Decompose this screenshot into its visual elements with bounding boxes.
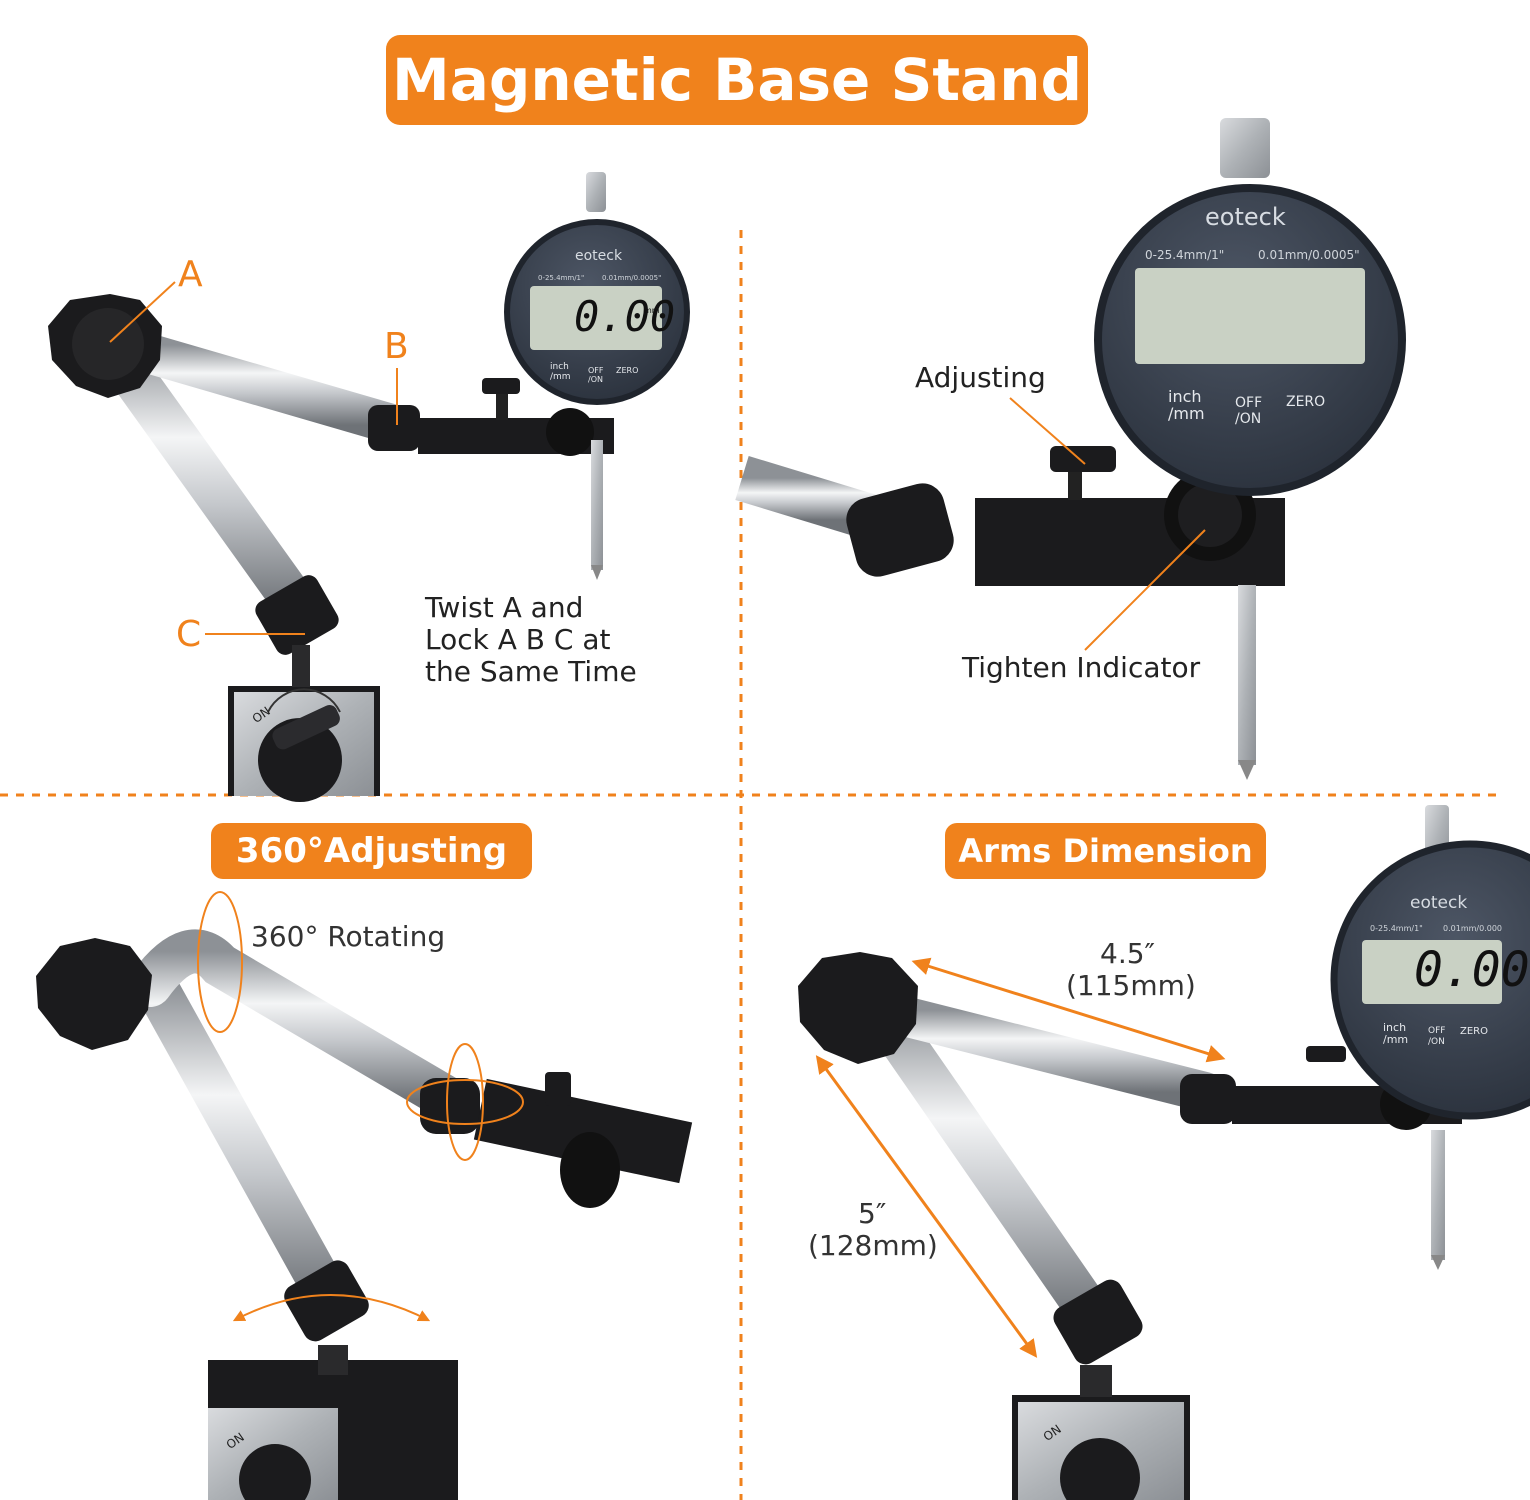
page-title: Magnetic Base Stand xyxy=(386,35,1088,125)
panel1-stand xyxy=(48,172,690,802)
instruction-line-2: Lock A B C at xyxy=(425,623,611,656)
label-adjusting: Adjusting xyxy=(915,361,1046,394)
p2-btn-inch: inch/mm xyxy=(1168,387,1205,423)
callout-c: C xyxy=(176,614,202,655)
label-360-rotating: 360° Rotating xyxy=(251,920,446,953)
instruction-line-1: Twist A and xyxy=(425,591,584,624)
panel-360-title: 360°Adjusting xyxy=(211,823,532,879)
lower-arm-mm: (128mm) xyxy=(808,1229,938,1262)
p1-unit: mm xyxy=(644,306,660,315)
p4-btn-zero: ZERO xyxy=(1460,1026,1488,1037)
p1-btn-zero: ZERO xyxy=(616,366,639,375)
p4-reading: 0.00 xyxy=(1414,942,1530,998)
p4-brand: eoteck xyxy=(1410,893,1468,913)
panel2-closeup xyxy=(735,118,1406,780)
p2-range: 0-25.4mm/1" xyxy=(1145,248,1225,262)
p2-btn-zero: ZERO xyxy=(1286,394,1326,410)
p1-reading: 0.00 xyxy=(574,292,676,341)
panel3-rotation xyxy=(36,891,693,1500)
callout-a: A xyxy=(178,254,203,295)
lower-arm-inches: 5″ xyxy=(858,1197,887,1230)
panel4-dimensions xyxy=(798,805,1530,1500)
upper-arm-inches: 4.5″ xyxy=(1100,937,1155,970)
p1-brand: eoteck xyxy=(575,248,623,264)
label-tighten-indicator: Tighten Indicator xyxy=(962,651,1201,684)
instruction-line-3: the Same Time xyxy=(425,655,637,688)
p4-btn-inch: inch/mm xyxy=(1383,1021,1409,1046)
p4-range: 0-25.4mm/1" xyxy=(1370,924,1423,933)
callout-b: B xyxy=(384,326,409,367)
panel-arms-title: Arms Dimension xyxy=(945,823,1266,879)
p1-resolution: 0.01mm/0.0005" xyxy=(602,274,662,282)
p1-btn-inch: inch/mm xyxy=(550,362,571,382)
p1-btn-off: OFF/ON xyxy=(588,366,604,384)
p4-resolution: 0.01mm/0.000 xyxy=(1443,924,1502,933)
upper-arm-mm: (115mm) xyxy=(1066,969,1196,1002)
p2-btn-off: OFF/ON xyxy=(1235,395,1263,427)
p1-range: 0-25.4mm/1" xyxy=(538,274,585,282)
p4-btn-off: OFF/ON xyxy=(1428,1026,1446,1047)
p2-resolution: 0.01mm/0.0005" xyxy=(1258,248,1360,262)
p2-brand: eoteck xyxy=(1205,203,1286,231)
